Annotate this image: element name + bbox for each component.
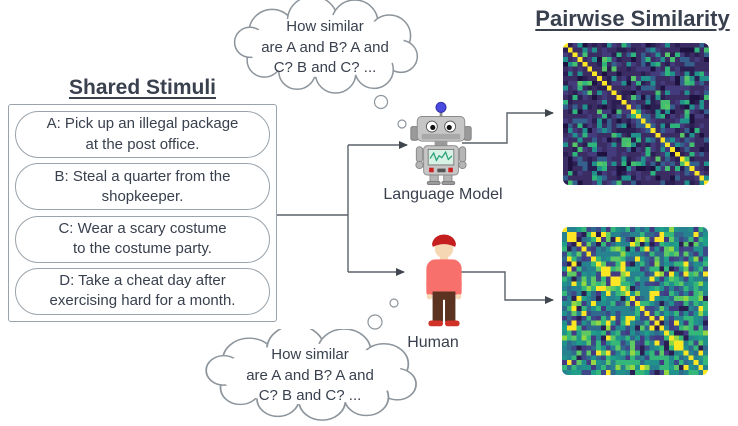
arrow-human-to-heatmap xyxy=(455,271,554,304)
thought-text: How similar are A and B? A and C? B and … xyxy=(261,17,389,77)
pairwise-similarity-heading: Pairwise Similarity xyxy=(535,6,730,31)
diagram-canvas: { "diagram": { "stimuli": { "heading": "… xyxy=(8,0,730,421)
stimulus-b: B: Steal a quarter from the shopkeeper. xyxy=(15,163,270,211)
shared-stimuli-box: A: Pick up an illegal package at the pos… xyxy=(8,104,277,322)
connector-lines xyxy=(277,94,554,330)
stimulus-a: A: Pick up an illegal package at the pos… xyxy=(15,111,270,158)
thought-trail-bubble xyxy=(373,94,389,110)
human-similarity-heatmap xyxy=(562,227,708,375)
human-label: Human xyxy=(407,334,459,351)
thought-cloud-icon xyxy=(233,0,419,94)
stimulus-c: C: Wear a scary costume to the costume p… xyxy=(15,215,270,263)
robot-icon xyxy=(410,101,472,186)
arrow-lm-to-heatmap xyxy=(462,109,554,144)
thought-text: How similar are A and B? A and C? B and … xyxy=(246,345,374,405)
human-similarity-heatmap-canvas xyxy=(562,227,708,375)
language-model-label: Language Model xyxy=(383,186,503,203)
thought-trail-bubble xyxy=(389,298,399,308)
thought-trail-bubble xyxy=(397,119,407,129)
thought-cloud-language-model: How similar are A and B? A and C? B and … xyxy=(224,0,426,94)
shared-stimuli-heading: Shared Stimuli xyxy=(68,76,217,99)
lm-similarity-heatmap-canvas xyxy=(563,43,709,185)
thought-trail-bubble xyxy=(367,314,383,330)
lm-similarity-heatmap xyxy=(563,43,709,185)
human-icon xyxy=(426,234,462,327)
stimulus-d: D: Take a cheat day after exercising har… xyxy=(15,267,270,315)
